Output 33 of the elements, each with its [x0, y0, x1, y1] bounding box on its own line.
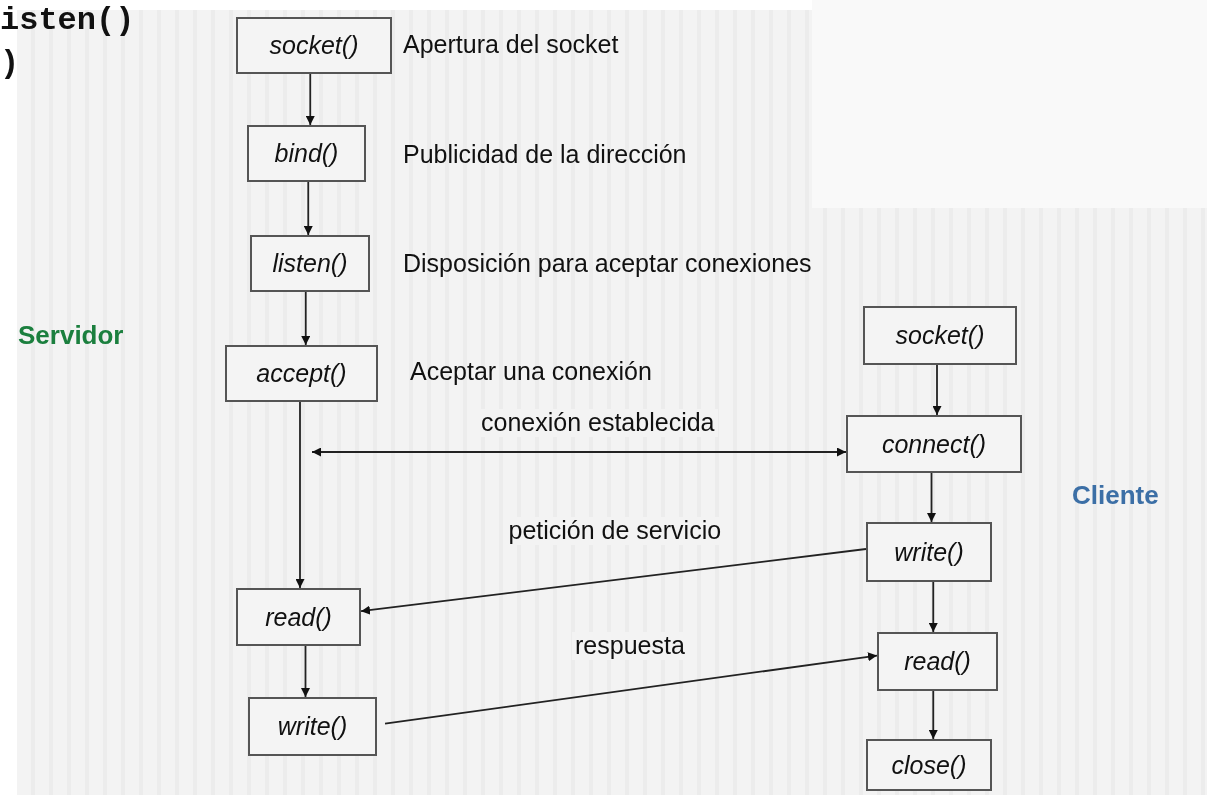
function-box: read() — [877, 632, 998, 691]
arrow — [927, 472, 936, 523]
step-description: Publicidad de la dirección — [403, 140, 687, 169]
arrow — [928, 690, 938, 740]
edge-label: conexión establecida — [478, 409, 718, 437]
code-fragment: ) — [0, 45, 20, 82]
function-box: socket() — [863, 306, 1017, 365]
arrow — [311, 447, 847, 457]
function-box: write() — [866, 522, 992, 582]
arrow — [384, 652, 878, 725]
function-box: close() — [866, 739, 992, 791]
function-box: listen() — [250, 235, 370, 292]
role-label: Cliente — [1072, 480, 1159, 511]
function-box: socket() — [236, 17, 392, 74]
edge-label: respuesta — [572, 632, 688, 660]
function-box: connect() — [846, 415, 1022, 473]
arrow — [301, 645, 310, 698]
step-description: Aceptar una conexión — [410, 357, 652, 386]
arrow — [928, 581, 938, 633]
step-description: Disposición para aceptar conexiones — [403, 249, 812, 278]
arrow — [303, 181, 313, 236]
arrow — [301, 291, 311, 346]
function-box: accept() — [225, 345, 378, 402]
arrow — [295, 401, 305, 589]
arrow — [932, 364, 942, 416]
step-description: Apertura del socket — [403, 30, 619, 59]
function-box: read() — [236, 588, 361, 646]
arrow — [305, 73, 315, 126]
function-box: write() — [248, 697, 377, 756]
arrow — [360, 548, 867, 615]
code-fragment: isten() — [0, 2, 135, 39]
function-box: bind() — [247, 125, 366, 182]
role-label: Servidor — [18, 320, 124, 351]
